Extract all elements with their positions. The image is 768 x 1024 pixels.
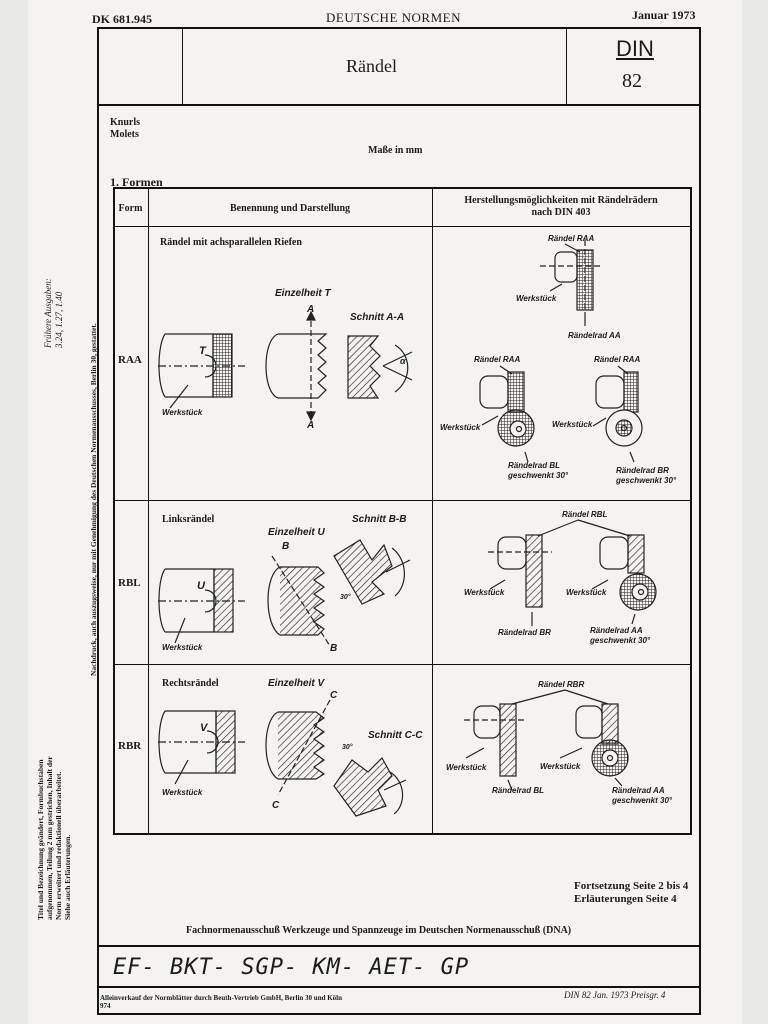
rbr-knurl-label: Rändel RBR [538,680,585,689]
dimensions-note: Maße in mm [368,145,423,156]
footer-reference: DIN 82 Jan. 1973 Preisgr. 4 [564,990,666,1000]
raa-wheel-aa-label: Rändelrad AA [568,331,621,340]
rbr-workpiece-right-label: Werkstück [540,762,581,771]
din-label: DIN [616,36,654,61]
rbr-section-mark-top: C [330,690,338,701]
raa-detail-letter: T [199,345,206,357]
raa-workpiece-drawing [158,333,245,409]
raa-angle: α [400,356,406,366]
rbr-section-c-drawing [333,757,407,817]
rbl-workpiece-left-label: Werkstück [464,588,505,597]
raa-knurl-right-label: Rändel RAA [594,355,641,364]
rbr-detail-label: Einzelheit V [268,678,325,689]
standards-body: DEUTSCHE NORMEN [326,10,461,25]
page-frame [97,27,701,1015]
title-block-rule [566,27,567,104]
raa-detail-label: Einzelheit T [275,288,331,299]
form-code-rbr: RBR [118,740,142,752]
table-border-top [113,187,692,189]
document-sheet [28,0,742,1024]
footer-divider [97,986,701,988]
rbl-wheels-drawing [488,519,657,626]
raa-section-mark-top: A [307,304,315,315]
rbr-wheels-drawing [464,689,629,791]
committee-line: Fachnormenausschuß Werkzeuge und Spannze… [186,925,572,936]
raa-section-mark-bottom: A [307,420,315,431]
raa-wheel-aa-drawing [540,240,600,326]
table-row-rule [113,500,692,501]
subtitle-fr: Molets [110,129,139,140]
raa-knurl-left-label: Rändel RAA [474,355,521,364]
form-code-raa: RAA [118,354,142,366]
header-naming: Benennung und Darstellung [229,203,351,214]
reprint-note: Nachdruck, auch auszugsweise, nur mit Ge… [89,323,98,676]
table-border-left [113,187,115,835]
raa-wheel-bl-drawing [479,365,535,463]
table-header-rule [113,226,692,227]
sales-note: Alleinverkauf der Normblätter durch Beut… [100,994,343,1010]
rbl-section-mark-top: B [282,541,290,552]
row-title-rbr: Rechtsrändel [162,678,219,689]
rbr-wheel-left-label: Rändelrad BL [492,786,545,795]
rbr-section-label: Schnitt C-C [368,730,423,741]
rbl-workpiece-label: Werkstück [162,643,203,652]
issue-date: Januar 1973 [632,8,696,22]
handwritten-annotation: EF- BKT- SGP- KM- AET- GP [113,955,470,980]
raa-knurl-label: Rändel RAA [548,234,595,243]
footer-divider [97,945,701,947]
rbl-workpiece-right-label: Werkstück [566,588,607,597]
table-row-rule [113,664,692,665]
rbl-section-mark-bottom: B [330,643,338,654]
rbl-section-label: Schnitt B-B [352,514,407,525]
raa-section-label: Schnitt A-A [350,312,405,323]
section-title: 1. Formen [110,175,163,189]
rbl-detail-label: Einzelheit U [268,527,325,538]
rbl-detail-letter: U [197,580,205,592]
row-title-raa: Rändel mit achsparallelen Riefen [160,237,302,248]
raa-wheel-br-drawing [592,365,643,463]
earlier-editions-note: Frühere Ausgaben: 3.24, 1.27, 1.40 [43,278,64,348]
rbr-section-mark-bottom: C [272,800,280,811]
rbr-wheel-right-label: Rändelrad AA geschwenkt 30° [612,786,673,805]
raa-section-a-drawing [347,335,413,399]
din-number: 82 [622,70,642,92]
rbr-workpiece-left-label: Werkstück [446,763,487,772]
title-block-divider [97,104,701,106]
rbl-wheel-right-label: Rändelrad AA geschwenkt 30° [590,626,651,645]
table-border-right [690,187,692,835]
rbl-workpiece-drawing [158,568,245,644]
table-col-rule [432,187,433,835]
rbr-workpiece-label: Werkstück [162,788,203,797]
table-border-bottom [113,833,692,835]
raa-workpiece-br-label: Werkstück [552,420,593,429]
subtitles: Knurls Molets [110,117,140,141]
dk-number: DK 681.945 [92,12,152,26]
rbl-section-b-drawing [333,539,411,605]
rbl-wheel-left-label: Rändelrad BR [498,628,551,637]
page-title: Rändel [346,56,397,76]
table-col-rule [148,187,149,835]
raa-wheel-br-label: Rändelrad BR geschwenkt 30° [616,466,677,485]
rbr-angle: 30° [342,744,353,751]
rbl-knurl-label: Rändel RBL [562,510,608,519]
rbr-detail-letter: V [200,722,208,734]
rbl-detail-u-drawing [267,555,331,647]
rbr-workpiece-drawing [158,710,245,785]
changes-note: Titel und Bezeichnung geändert, Formbuch… [36,756,72,920]
raa-detail-t-drawing [265,310,328,422]
subtitle-en: Knurls [110,117,141,128]
header-form: Form [118,203,143,214]
title-block-rule [182,27,183,104]
continuation-note: Fortsetzung Seite 2 bis 4 Erläuterungen … [574,880,689,905]
header-manufacture: Herstellungsmöglichkeiten mit Rändelräde… [464,195,658,218]
rbr-detail-v-drawing [265,699,331,796]
raa-wheel-bl-label: Rändelrad BL geschwenkt 30° [508,461,569,480]
raa-workpiece-label: Werkstück [162,408,203,417]
form-code-rbl: RBL [118,577,141,589]
rbl-angle: 30° [340,594,351,601]
row-title-rbl: Linksrändel [162,514,215,525]
raa-workpiece-bl-label: Werkstück [440,423,481,432]
raa-workpiece-right-label: Werkstück [516,294,557,303]
